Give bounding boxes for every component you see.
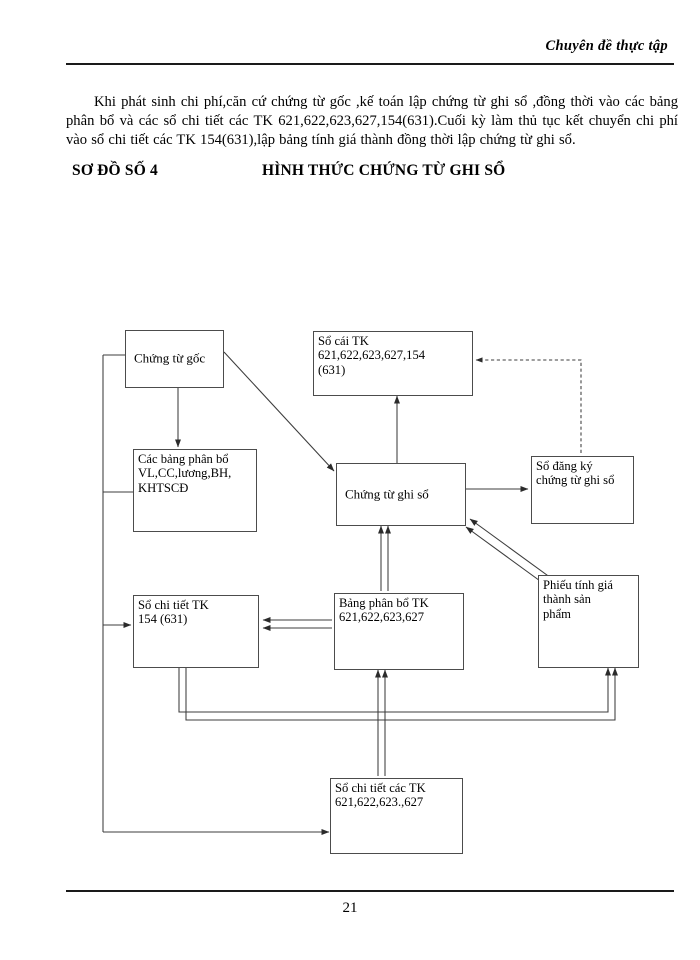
figure-heading: SƠ ĐỒ SỐ 4 HÌNH THỨC CHỨNG TỪ GHI SỔ (66, 162, 678, 184)
node-chung-tu-ghi-so[interactable]: Chứng từ ghi sổ (336, 463, 466, 526)
node-chung-tu-goc[interactable]: Chứng từ gốc (125, 330, 224, 388)
node-so-dang-ky[interactable]: Sổ đăng ký chứng từ ghi sổ (531, 456, 634, 524)
header-divider (66, 63, 674, 65)
node-phieu-tinh-gia-label: Phiếu tính giá thành sản phẩm (543, 578, 613, 621)
figure-title: HÌNH THỨC CHỨNG TỪ GHI SỔ (262, 162, 506, 179)
footer-divider (66, 890, 674, 892)
node-so-chi-tiet-154[interactable]: Sổ chi tiết TK 154 (631) (133, 595, 259, 668)
node-bang-phan-bo-tk-label: Bảng phân bổ TK 621,622,623,627 (339, 596, 429, 625)
page-number: 21 (342, 900, 358, 916)
node-bang-phan-bo-tk[interactable]: Bảng phân bổ TK 621,622,623,627 (334, 593, 464, 670)
node-so-cai-tk[interactable]: Sổ cái TK 621,622,623,627,154 (631) (313, 331, 473, 396)
node-phieu-tinh-gia[interactable]: Phiếu tính giá thành sản phẩm (538, 575, 639, 668)
node-so-cai-tk-label: Sổ cái TK 621,622,623,627,154 (631) (318, 334, 426, 377)
body-paragraph: Khi phát sinh chi phí,căn cứ chứng từ gố… (66, 93, 678, 149)
node-so-dang-ky-label: Sổ đăng ký chứng từ ghi sổ (536, 459, 615, 488)
node-cac-bang-phan-bo-label: Các bảng phân bổ VL,CC,lương,BH, KHTSCĐ (138, 452, 232, 495)
page-header-title: Chuyên đề thực tập (545, 38, 668, 54)
figure-label: SƠ ĐỒ SỐ 4 (72, 162, 158, 179)
node-so-chi-tiet-cac-tk-label: Sổ chi tiết các TK 621,622,623.,627 (335, 781, 426, 810)
node-cac-bang-phan-bo[interactable]: Các bảng phân bổ VL,CC,lương,BH, KHTSCĐ (133, 449, 257, 532)
node-chung-tu-ghi-so-label: Chứng từ ghi sổ (345, 486, 429, 502)
node-so-chi-tiet-cac-tk[interactable]: Sổ chi tiết các TK 621,622,623.,627 (330, 778, 463, 854)
node-chung-tu-goc-label: Chứng từ gốc (134, 350, 206, 366)
node-so-chi-tiet-154-label: Sổ chi tiết TK 154 (631) (138, 598, 209, 627)
